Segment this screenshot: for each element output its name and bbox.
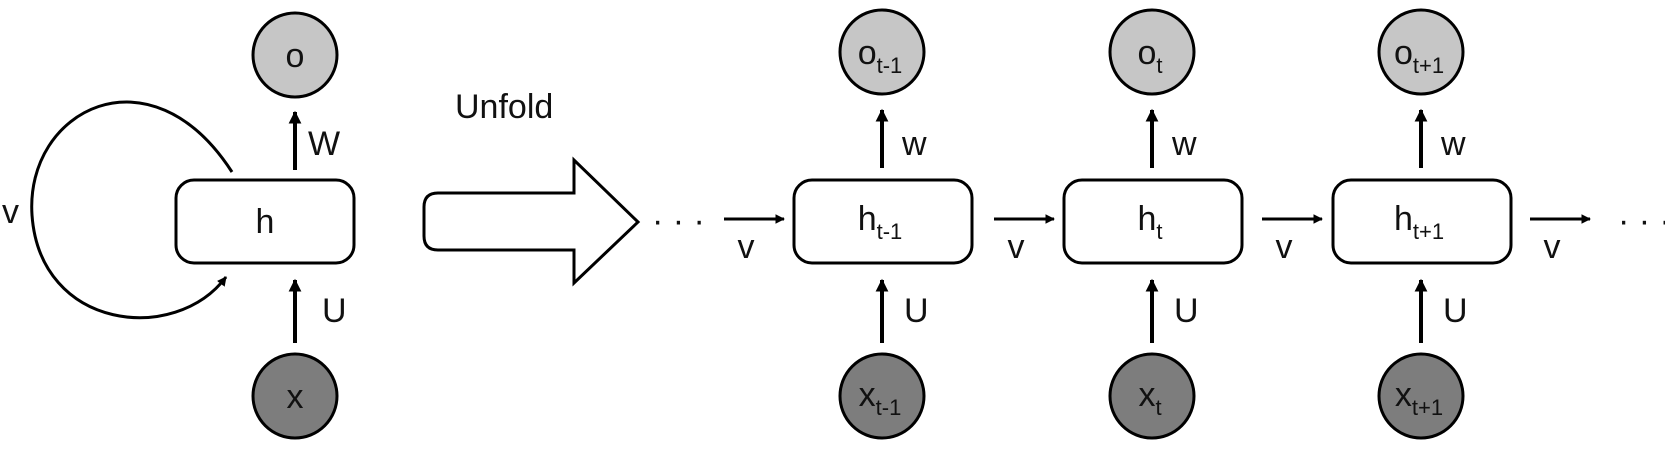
output-node — [251, 11, 339, 99]
recurrent-arrow-label: v — [1008, 228, 1025, 266]
output-node — [1377, 8, 1465, 96]
unfold-arrow — [422, 156, 641, 287]
recurrent-arrow: v — [1262, 214, 1323, 266]
input-node — [1377, 352, 1465, 440]
hidden-label: ht+1 — [1394, 200, 1444, 244]
recurrent-arrow-label: v — [1276, 228, 1293, 266]
recurrent-loop-arrow — [30, 100, 234, 320]
input-node — [1108, 352, 1196, 440]
ellipsis-left: · · · — [652, 202, 705, 240]
hidden-label: ht-1 — [858, 200, 903, 244]
input-label: xt-1 — [859, 376, 902, 420]
input-label: xt — [1138, 376, 1161, 420]
input-node — [251, 352, 339, 440]
u-label: U — [1443, 292, 1468, 330]
folded-rnn: o W h U x v — [2, 11, 356, 440]
recurrent-arrow: v — [1530, 214, 1591, 266]
output-node — [838, 8, 926, 96]
hidden-box — [792, 178, 974, 265]
hidden-box — [1062, 178, 1244, 265]
v-label: v — [2, 193, 19, 231]
w-label: w — [1440, 125, 1466, 163]
hidden-label: h — [256, 203, 275, 241]
w-label: w — [1171, 125, 1197, 163]
hidden-box — [174, 178, 356, 265]
output-node — [1108, 8, 1196, 96]
w-label: W — [308, 125, 340, 163]
hidden-box — [1331, 178, 1513, 265]
output-label: o — [286, 37, 305, 75]
recurrent-arrow-label: v — [738, 228, 755, 266]
hidden-label: ht — [1137, 200, 1162, 244]
input-label: x — [287, 378, 304, 416]
output-label: ot-1 — [858, 34, 903, 78]
ellipsis-right: · · · — [1618, 202, 1665, 240]
recurrent-arrow-label: v — [1544, 228, 1561, 266]
u-label: U — [322, 292, 347, 330]
input-node — [838, 352, 926, 440]
output-label: ot+1 — [1394, 34, 1444, 78]
u-label: U — [1174, 292, 1199, 330]
recurrent-arrow: v — [724, 214, 785, 266]
u-label: U — [904, 292, 929, 330]
recurrent-arrow: v — [994, 214, 1055, 266]
output-label: ot — [1137, 34, 1162, 78]
w-label: w — [901, 125, 927, 163]
unfold-label: Unfold — [455, 88, 553, 126]
input-label: xt+1 — [1395, 376, 1443, 420]
